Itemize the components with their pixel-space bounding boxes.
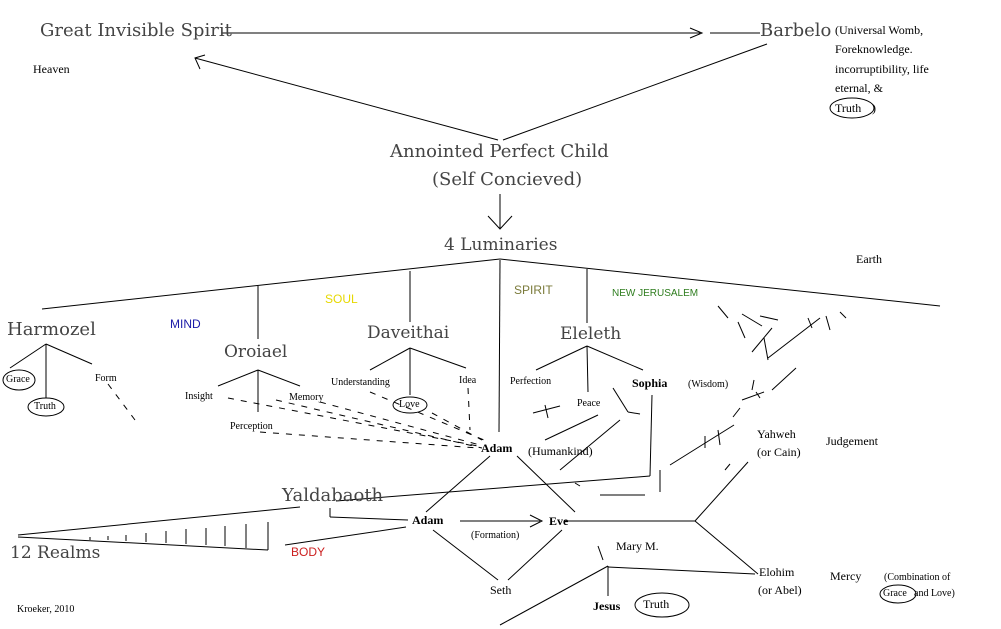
form-label: Form	[95, 373, 117, 384]
sophia-label: Sophia	[632, 376, 668, 390]
luminaries-label: 4 Luminaries	[444, 235, 558, 255]
jesus-label: Jesus	[593, 599, 621, 613]
idea-label: Idea	[459, 375, 477, 386]
spirit-label: SPIRIT	[514, 283, 553, 297]
perfection-label: Perfection	[510, 376, 552, 387]
heaven-label: Heaven	[33, 62, 70, 76]
mercy-label: Mercy	[830, 569, 862, 583]
annointed-child-label: Annointed Perfect Child	[390, 141, 609, 162]
harmozel-label: Harmozel	[7, 319, 96, 340]
humankind-label: (Humankind)	[528, 444, 593, 458]
barbelo-truth: Truth	[835, 101, 862, 115]
self-concieved-label: (Self Concieved)	[432, 169, 583, 190]
earth-label: Earth	[856, 252, 882, 266]
adam-formation-label: Adam	[412, 513, 444, 527]
jesus-truth-label: Truth	[643, 597, 670, 611]
or-cain-label: (or Cain)	[757, 445, 801, 459]
wisdom-label: (Wisdom)	[688, 379, 729, 390]
perception-label: Perception	[230, 421, 273, 432]
twelve-realms-label: 12 Realms	[10, 543, 101, 563]
barbelo-attr-3: incorruptibility, life	[835, 62, 929, 76]
author-credit: Kroeker, 2010	[17, 604, 75, 615]
new-jerusalem-label: NEW JERUSALEM	[612, 288, 699, 299]
mind-label: MIND	[170, 317, 201, 331]
combination-love-label: and Love)	[914, 588, 955, 599]
barbelo-label: Barbelo	[760, 20, 832, 41]
barbelo-attr-4: eternal, &	[835, 81, 883, 95]
insight-label: Insight	[185, 391, 213, 402]
yaldabaoth-label: Yaldabaoth	[282, 485, 384, 506]
eve-label: Eve	[549, 514, 569, 528]
soul-label: SOUL	[325, 292, 358, 306]
grace-label: Grace	[6, 374, 30, 385]
or-abel-label: (or Abel)	[758, 583, 802, 597]
oroiael-label: Oroiael	[224, 342, 288, 362]
judgement-label: Judgement	[826, 434, 878, 448]
yahweh-label: Yahweh	[757, 427, 796, 441]
combination-grace-label: Grace	[883, 588, 907, 599]
adam-humankind-label: Adam	[481, 441, 513, 455]
formation-label: (Formation)	[471, 530, 520, 541]
combination-label: (Combination of	[884, 572, 951, 583]
barbelo-attr-2: Foreknowledge.	[835, 42, 913, 56]
memory-label: Memory	[289, 392, 324, 403]
mary-label: Mary M.	[616, 539, 659, 553]
harmozel-truth-label: Truth	[34, 401, 56, 412]
understanding-label: Understanding	[331, 377, 390, 388]
elohim-label: Elohim	[759, 565, 795, 579]
barbelo-attr-1: (Universal Womb,	[835, 23, 924, 37]
seth-label: Seth	[490, 583, 512, 597]
eleleth-label: Eleleth	[560, 324, 622, 344]
body-label: BODY	[291, 545, 326, 559]
peace-label: Peace	[577, 398, 601, 409]
great-invisible-spirit-label: Great Invisible Spirit	[40, 20, 232, 41]
love-label: Love	[399, 399, 420, 410]
barbelo-close-paren: )	[872, 101, 876, 115]
daveithai-label: Daveithai	[367, 323, 450, 343]
